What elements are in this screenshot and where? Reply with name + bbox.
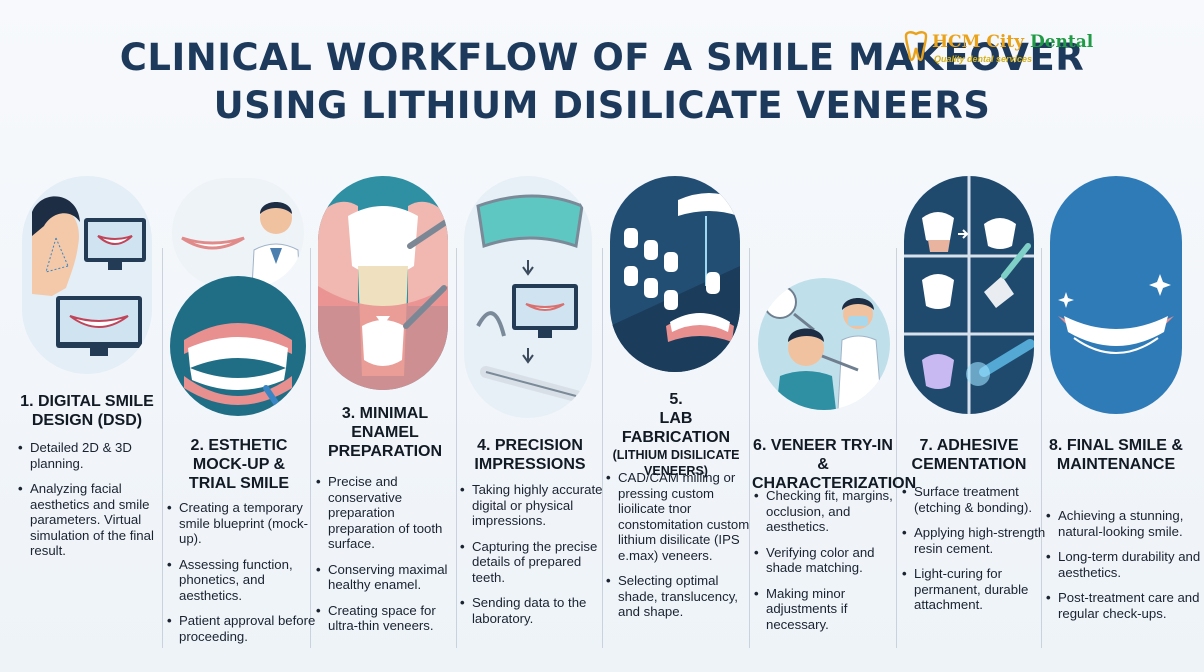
bullet-item: Sending data to the laboratory.: [460, 595, 608, 626]
column-divider: [456, 248, 457, 648]
bullet-item: Achieving a stunning, natural-looking sm…: [1046, 508, 1204, 539]
bullet-item: Selecting optimal shade, translucency, a…: [606, 573, 758, 620]
bullet-item: Analyzing facial aesthetics and smile pa…: [18, 481, 170, 559]
bullet-item: Creating a temporary smile blueprint (mo…: [167, 500, 319, 547]
column-divider: [602, 248, 603, 648]
bullet-item: Surface treatment (etching & bonding).: [902, 484, 1050, 515]
bullet-item: CAD/CAM milling or pressing custom lioil…: [606, 470, 758, 563]
bullet-item: Conserving maximal healthy enamel.: [316, 562, 464, 593]
bullet-item: Applying high-strength resin cement.: [902, 525, 1050, 556]
clinic-logo: HCM City Dental Quality dental services: [902, 30, 1093, 70]
step-3-illustration: [318, 176, 448, 390]
step-8-illustration: [1050, 176, 1182, 414]
step-4-bullets: Taking highly accurate digital or physic…: [460, 482, 608, 636]
step-3-bullets: Precise and conservative preparation pre…: [316, 474, 464, 644]
tooth-logo-icon: [904, 31, 928, 61]
logo-name: HCM City Dental: [932, 32, 1094, 52]
step-2-title: 2. ESTHETIC MOCK-UP & TRIAL SMILE: [188, 437, 290, 492]
step-8-bullets: Achieving a stunning, natural-looking sm…: [1046, 508, 1204, 631]
step-4-title: 4. PRECISION IMPRESSIONS: [474, 437, 586, 473]
bullet-item: Verifying color and shade matching.: [754, 545, 902, 576]
step-4-illustration: [464, 176, 592, 418]
mockup-teeth-icon: [184, 323, 292, 409]
final-smile-icon: [1058, 274, 1174, 354]
impression-scanner-icon: [476, 182, 592, 402]
page-title-line-2: USING LITHIUM DISILICATE VENEERS: [213, 84, 991, 127]
bullet-item: Taking highly accurate digital or physic…: [460, 482, 608, 529]
step-6-illustration: [758, 278, 890, 410]
step-1-illustration: [22, 176, 152, 374]
step-5-bullets: CAD/CAM milling or pressing custom lioil…: [606, 470, 758, 630]
lab-milling-icon: [610, 193, 740, 372]
step-5-illustration: [610, 176, 740, 372]
column-divider: [310, 248, 311, 648]
step-1-bullets: Detailed 2D & 3D planning. Analyzing fac…: [18, 440, 170, 569]
column-divider: [749, 248, 750, 648]
bullet-item: Precise and conservative preparation pre…: [316, 474, 464, 552]
step-8-title: 8. FINAL SMILE & MAINTENANCE: [1049, 437, 1183, 473]
step-1-title: 1. DIGITAL SMILE DESIGN (DSD): [20, 393, 154, 429]
column-divider: [896, 248, 897, 648]
bullet-item: Assessing function, phonetics, and aesth…: [167, 557, 319, 604]
face-scan-monitor-icon: [32, 196, 146, 356]
bullet-item: Long-term durability and aesthetics.: [1046, 549, 1204, 580]
step-5-number: 5.: [669, 391, 683, 408]
step-7-title: 7. ADHESIVE CEMENTATION: [911, 437, 1027, 473]
step-3-title: 3. MINIMAL ENAMEL PREPARATION: [327, 405, 443, 460]
bullet-item: Post-treatment care and regular check-up…: [1046, 590, 1204, 621]
step-7-illustration: [904, 176, 1034, 414]
step-7-bullets: Surface treatment (etching & bonding). A…: [902, 484, 1050, 623]
step-5-heading: LAB FABRICATION: [621, 410, 731, 446]
step-2-illustration-bottom: [170, 276, 306, 416]
bullet-item: Patient approval before proceeding.: [167, 613, 319, 644]
bullet-item: Creating space for ultra-thin veneers.: [316, 603, 464, 634]
logo-tagline: Quality dental services: [934, 54, 1033, 64]
cementation-steps-icon: [904, 176, 1034, 414]
step-2-illustration-top: [172, 178, 304, 288]
bullet-item: Capturing the precise details of prepare…: [460, 539, 608, 586]
step-5-title: 5. LAB FABRICATION (LITHIUM DISILICATE V…: [604, 390, 748, 479]
step-6-title: 6. VENEER TRY-IN & CHARACTERIZATION: [752, 437, 917, 492]
bullet-item: Making minor adjustments if necessary.: [754, 586, 902, 633]
veneer-tryin-icon: [763, 285, 883, 410]
step-6-bullets: Checking fit, margins, occlusion, and ae…: [754, 488, 902, 642]
bullet-item: Detailed 2D & 3D planning.: [18, 440, 170, 471]
step-2-bullets: Creating a temporary smile blueprint (mo…: [167, 500, 319, 654]
bullet-item: Light-curing for permanent, durable atta…: [902, 566, 1050, 613]
column-divider: [1041, 248, 1042, 648]
bullet-item: Checking fit, margins, occlusion, and ae…: [754, 488, 902, 535]
tooth-preparation-icon: [318, 201, 448, 390]
dentist-mockup-icon: [181, 202, 301, 288]
